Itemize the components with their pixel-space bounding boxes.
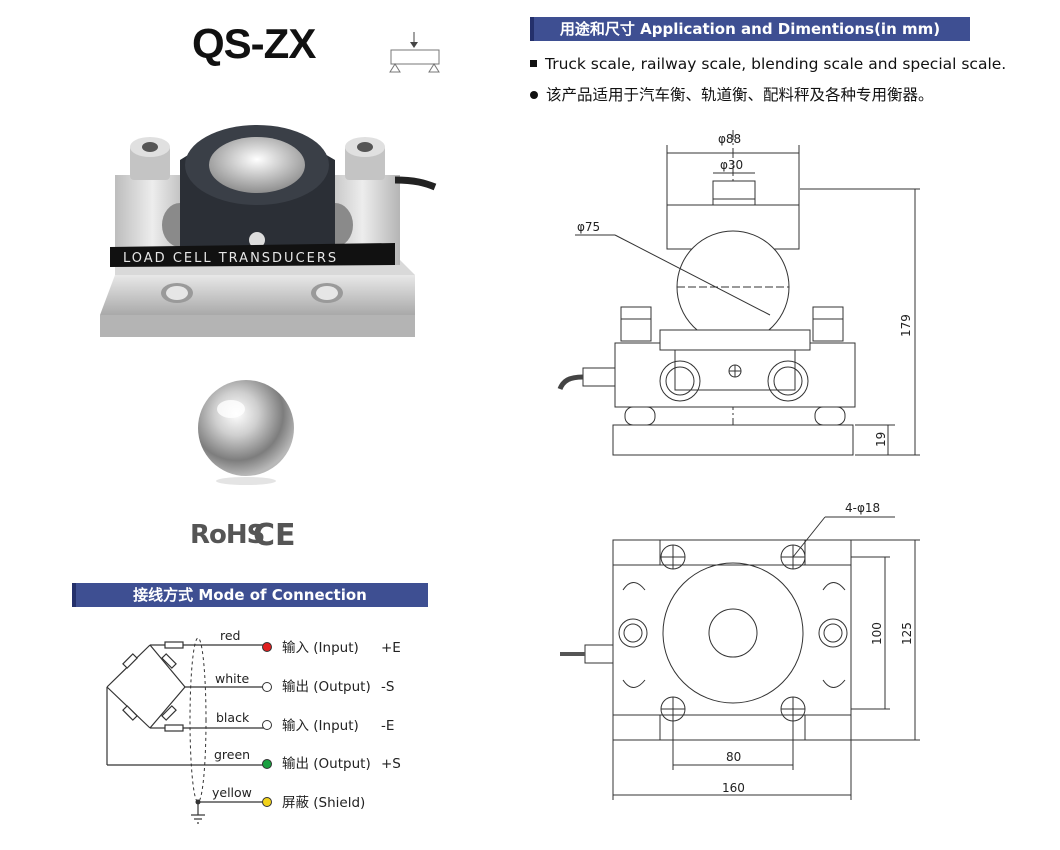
dim-top-inner-width: 80 (726, 750, 741, 764)
steel-ball-photo (198, 380, 294, 485)
terminal-yellow-dot (262, 797, 272, 807)
terminal-green-dot (262, 759, 272, 769)
wire-black-sign: -E (381, 718, 394, 734)
connection-banner: 接线方式 Mode of Connection (72, 583, 428, 607)
wire-white-function: 输出 (Output) (282, 679, 371, 695)
wire-yellow-label: yellow (212, 785, 252, 800)
dim-front-height: 179 (899, 314, 913, 337)
round-bullet-icon (530, 91, 538, 99)
wire-white-label: white (215, 671, 250, 686)
dim-top-holes: 4-φ18 (845, 501, 880, 515)
ce-mark: CE (253, 518, 296, 553)
wire-red-label: red (220, 628, 241, 643)
dim-front-top-diameter: φ88 (718, 132, 741, 146)
terminal-white-dot (262, 682, 272, 692)
wire-red-sign: +E (381, 640, 401, 656)
dim-front-base: 19 (874, 432, 888, 447)
dim-top-inner-height: 100 (870, 622, 884, 645)
wire-black-function: 输入 (Input) (282, 718, 359, 734)
application-banner: 用途和尺寸 Application and Dimentions(in mm) (530, 17, 970, 41)
load-cell-photo: LOAD CELL TRANSDUCERS (100, 125, 437, 337)
top-view-drawing: 4-φ18 100 125 80 160 (560, 501, 920, 800)
wire-green-sign: +S (381, 756, 401, 772)
rohs-mark: RoHS (190, 520, 265, 550)
wire-yellow-function: 屏蔽 (Shield) (282, 795, 365, 811)
application-bullet-1: Truck scale, railway scale, blending sca… (530, 55, 1006, 73)
wire-green-label: green (214, 747, 250, 762)
wiring-diagram: red white black green yellow 输入 (Input) … (106, 628, 401, 824)
product-model-title: QS-ZX (192, 20, 316, 67)
wire-green-function: 输出 (Output) (282, 756, 371, 772)
square-bullet-icon (530, 60, 537, 67)
dim-front-pin-diameter: φ30 (720, 158, 743, 172)
photo-label-text: LOAD CELL TRANSDUCERS (123, 251, 338, 266)
terminal-black-dot (262, 720, 272, 730)
front-view-drawing: φ88 φ30 φ75 179 19 (557, 130, 920, 456)
dim-front-ball-diameter: φ75 (577, 220, 600, 234)
application-bullet-2: 该产品适用于汽车衡、轨道衡、配料秤及各种专用衡器。 (530, 83, 934, 105)
wire-black-label: black (216, 710, 250, 725)
dim-top-outer-width: 160 (722, 781, 745, 795)
terminal-red-dot (262, 642, 272, 652)
wire-white-sign: -S (381, 679, 394, 695)
load-symbol-icon (389, 32, 440, 73)
wire-red-function: 输入 (Input) (282, 640, 359, 656)
dim-top-outer-height: 125 (900, 622, 914, 645)
